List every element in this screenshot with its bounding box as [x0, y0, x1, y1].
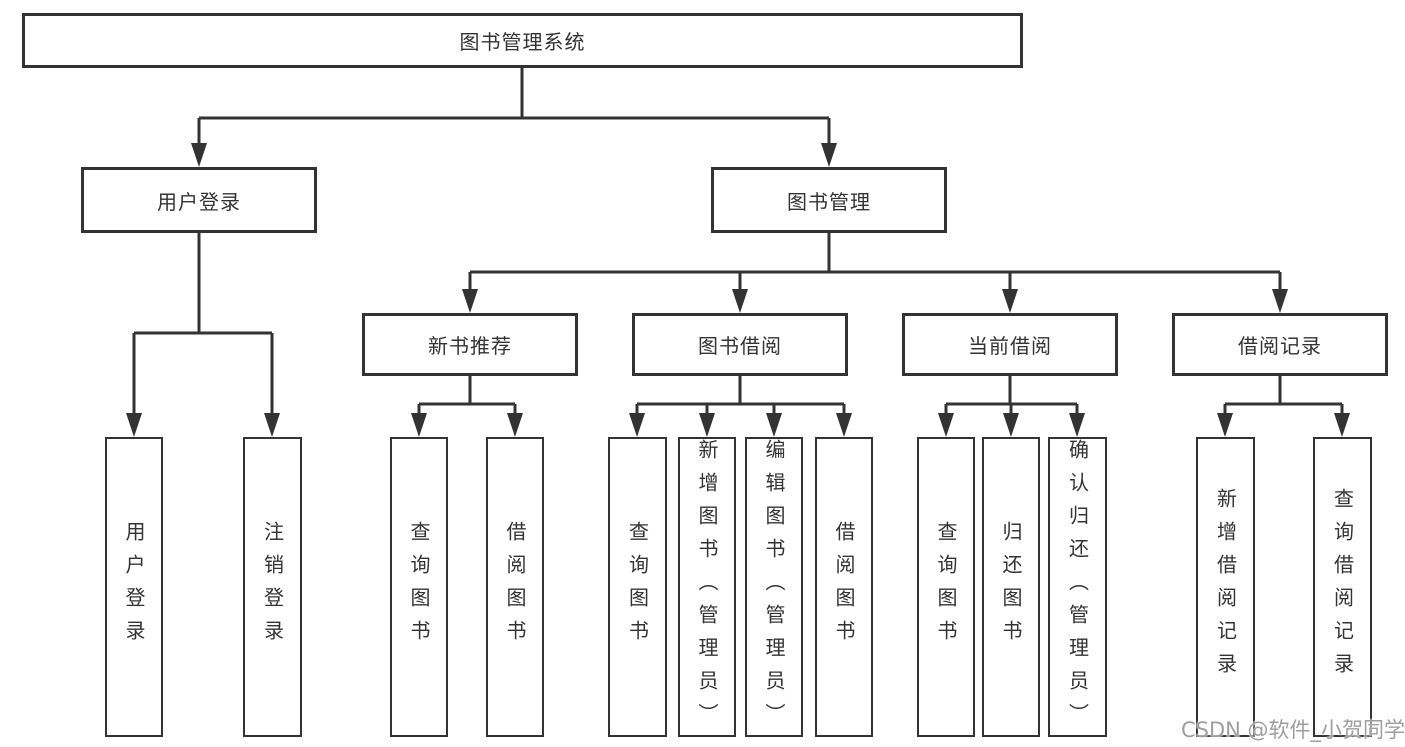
leaf-query-books-current: 查询图书: [917, 437, 975, 737]
node-label: 查询图书: [934, 521, 958, 653]
leaf-add-books-admin: 新增图书（管理员）: [678, 437, 736, 737]
leaf-logout: 注销登录: [243, 437, 302, 737]
node-label: 用户登录: [157, 189, 241, 214]
node-label: 归还图书: [999, 521, 1023, 653]
node-book-borrowing: 图书借阅: [632, 313, 848, 376]
leaf-borrow-books-recommend: 借阅图书: [486, 437, 544, 737]
leaf-borrow-books: 借阅图书: [815, 437, 873, 737]
node-label: 借阅图书: [832, 521, 856, 653]
node-label: 借阅图书: [503, 521, 527, 653]
leaf-edit-books-admin: 编辑图书（管理员）: [745, 437, 803, 737]
node-label: 图书管理: [787, 189, 871, 214]
leaf-confirm-return-admin: 确认归还（管理员）: [1048, 437, 1107, 737]
node-new-book-recommendation: 新书推荐: [362, 313, 578, 376]
node-label: 查询图书: [625, 521, 650, 653]
node-label: 查询借阅记录: [1330, 488, 1355, 686]
leaf-user-login: 用户登录: [105, 437, 163, 737]
node-label: 新增借阅记录: [1213, 488, 1238, 686]
node-label: 注销登录: [260, 521, 285, 653]
leaf-return-books: 归还图书: [982, 437, 1040, 737]
node-label: 新增图书（管理员）: [695, 438, 719, 736]
leaf-query-books-recommend: 查询图书: [390, 437, 448, 737]
arrowhead-icons: [126, 143, 1350, 437]
node-label: 当前借阅: [968, 334, 1052, 358]
leaf-query-books-borrow: 查询图书: [608, 437, 667, 737]
node-borrowing-records: 借阅记录: [1172, 313, 1388, 376]
leaf-add-borrow-record: 新增借阅记录: [1196, 437, 1255, 737]
connector-path: [132, 68, 1344, 421]
node-label: 图书借阅: [698, 334, 782, 358]
node-label: 编辑图书（管理员）: [762, 438, 786, 736]
node-label: 新书推荐: [428, 334, 512, 358]
node-user-login: 用户登录: [81, 167, 317, 233]
node-label: 用户登录: [122, 521, 146, 653]
csdn-watermark: CSDN @软件_小贺同学: [1181, 718, 1405, 742]
node-label: 查询图书: [407, 521, 431, 653]
node-label: 确认归还（管理员）: [1065, 438, 1090, 736]
leaf-query-borrow-record: 查询借阅记录: [1313, 437, 1372, 737]
node-book-management: 图书管理: [711, 167, 947, 233]
node-current-borrowing: 当前借阅: [902, 313, 1118, 376]
node-label: 图书管理系统: [459, 30, 586, 54]
node-label: 借阅记录: [1238, 334, 1322, 358]
node-library-management-system: 图书管理系统: [22, 13, 1023, 68]
